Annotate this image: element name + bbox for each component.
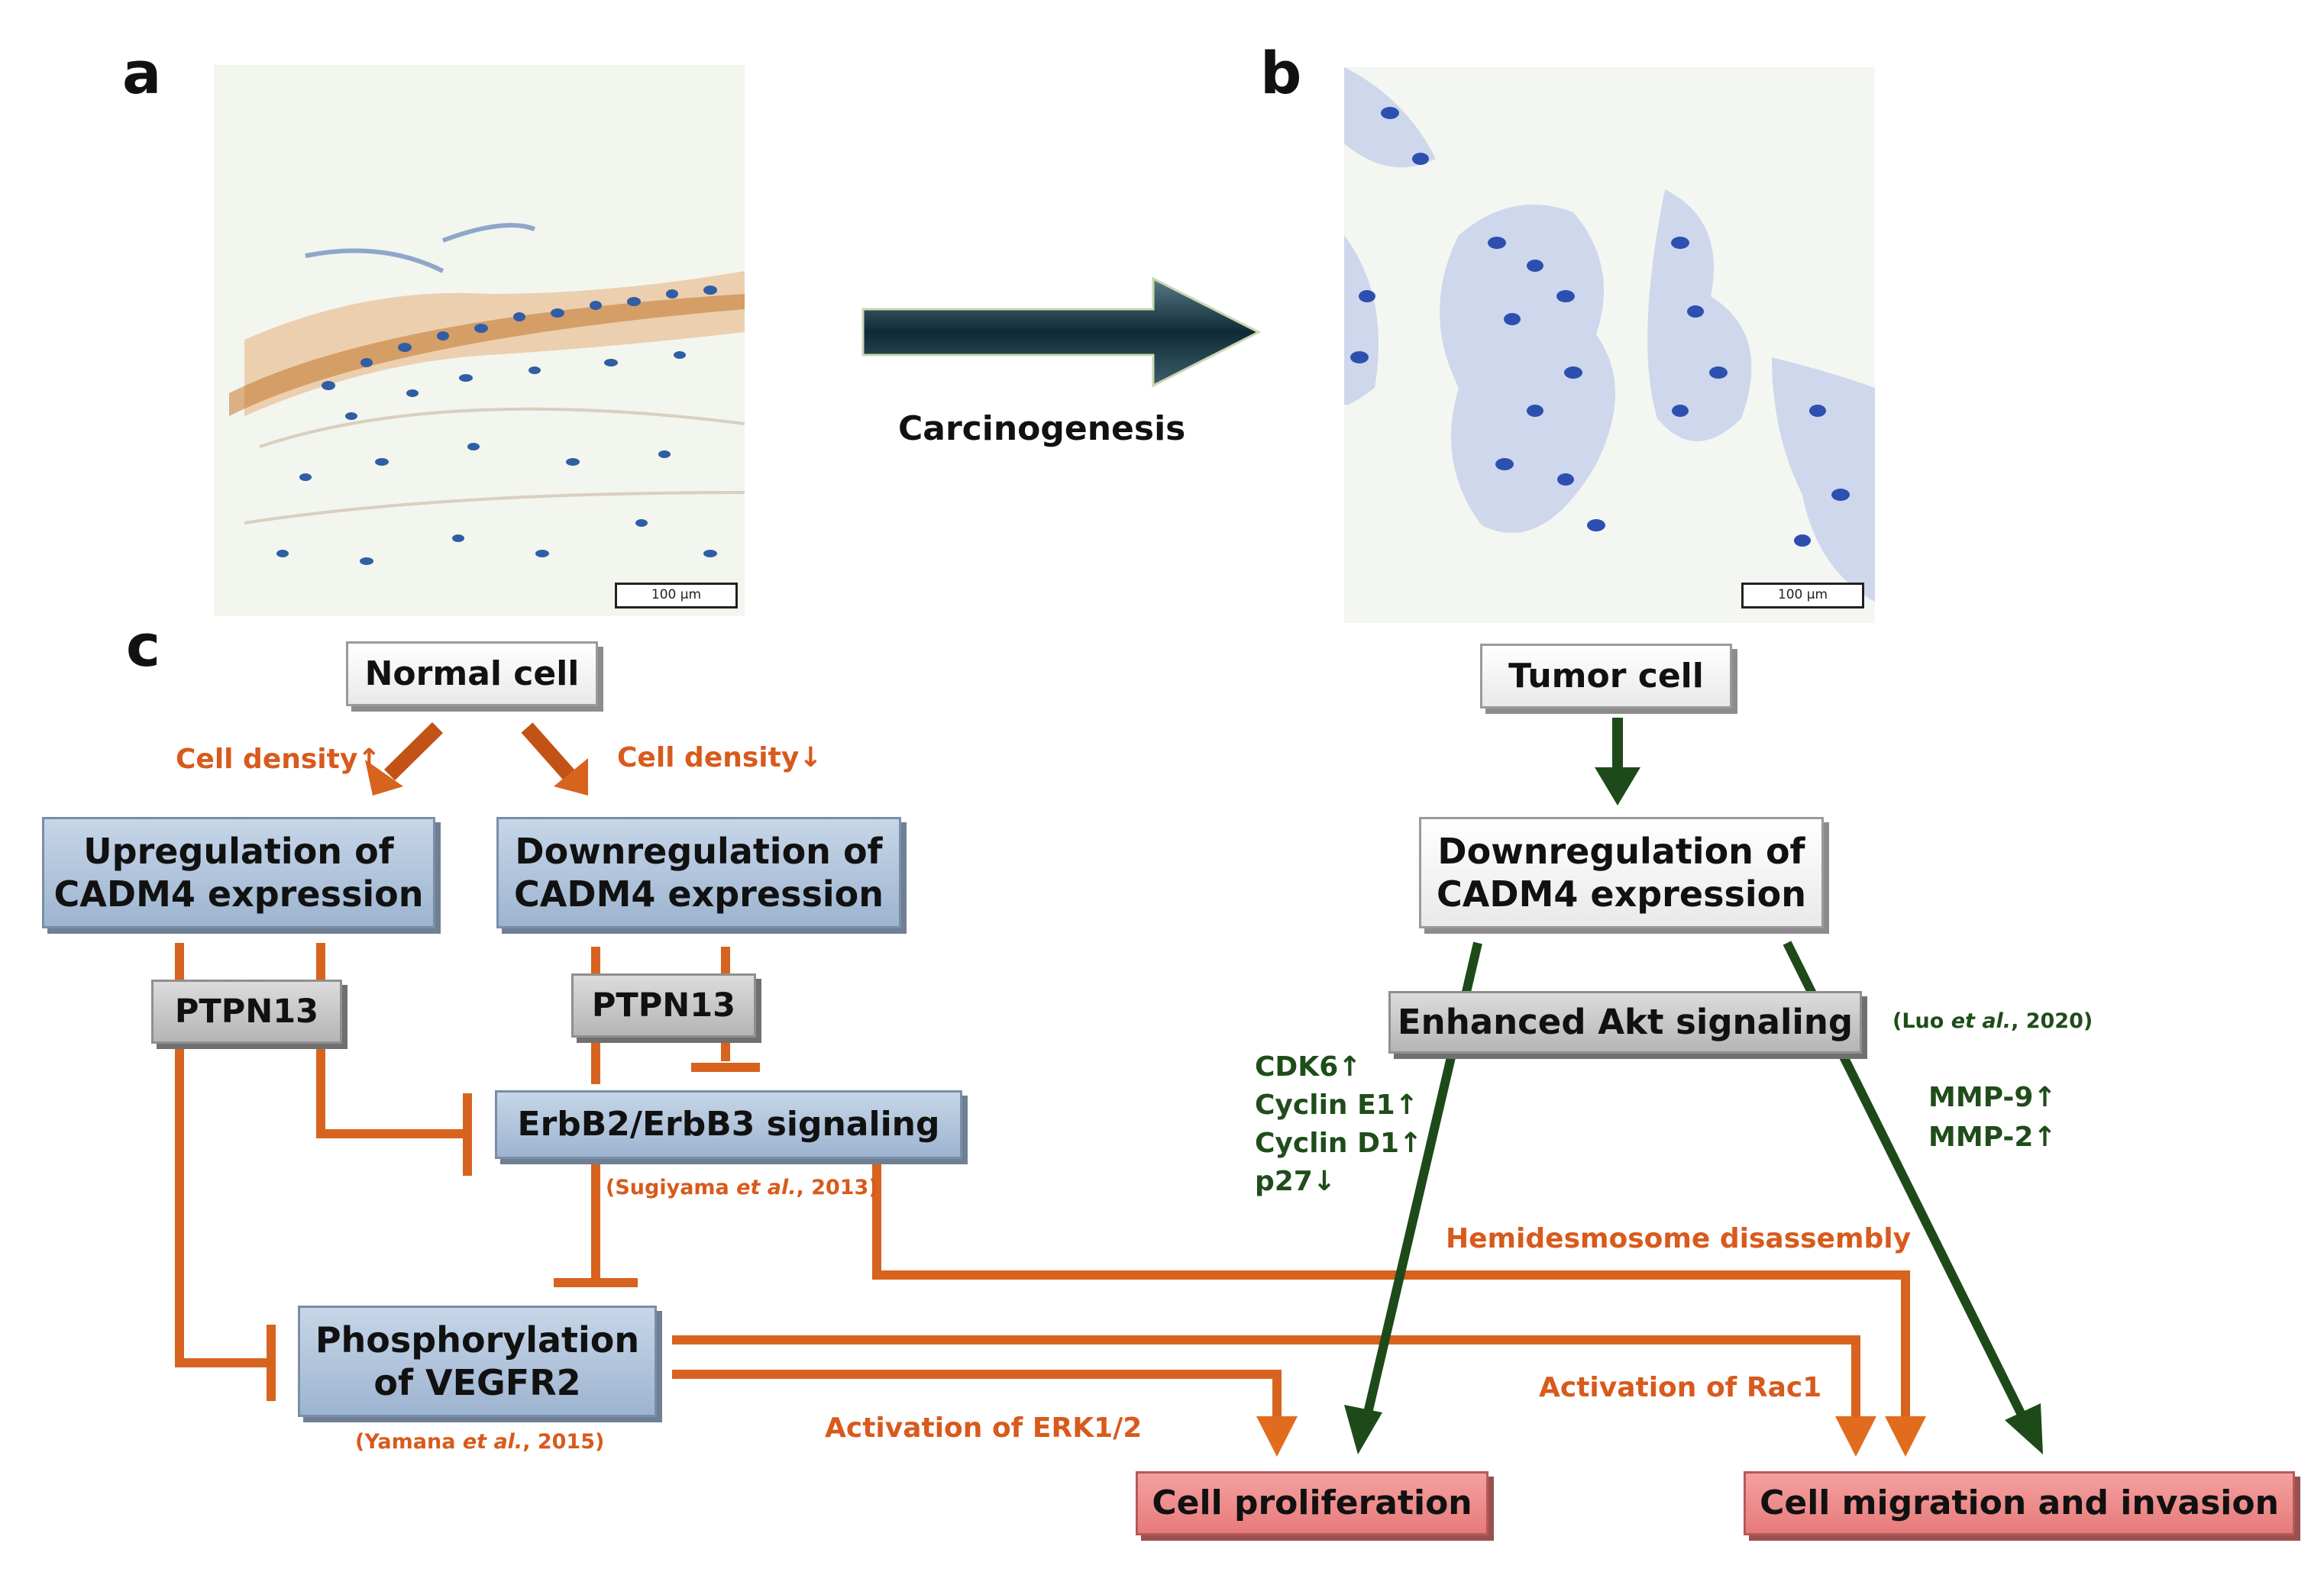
micrograph-b-image bbox=[1344, 67, 1875, 623]
line-vegfr2-to-proliferation bbox=[672, 1370, 1282, 1420]
node-downregulation-normal: Downregulation of CADM4 expression bbox=[496, 817, 901, 928]
micrograph-normal-tissue: 100 μm bbox=[214, 65, 745, 616]
downregulation-tumor-line1: Downregulation of bbox=[1437, 830, 1805, 872]
node-enhanced-akt: Enhanced Akt signaling bbox=[1388, 991, 1862, 1054]
scalebar-a: 100 μm bbox=[615, 583, 738, 608]
node-erbb-signaling: ErbB2/ErbB3 signaling bbox=[495, 1090, 962, 1159]
label-mmp9: MMP-9↑ bbox=[1928, 1082, 2057, 1113]
node-normal-cell: Normal cell bbox=[346, 641, 598, 706]
downregulation-normal-line1: Downregulation of bbox=[515, 830, 883, 872]
label-p27: p27↓ bbox=[1255, 1166, 1337, 1197]
micrograph-tumor-tissue: 100 μm bbox=[1344, 67, 1875, 623]
downregulation-tumor-line2: CADM4 expression bbox=[1437, 873, 1806, 915]
citation-yamana: (Yamana et al., 2015) bbox=[355, 1430, 605, 1454]
panel-label-a: a bbox=[122, 39, 162, 107]
line-erbb-to-migration bbox=[872, 1164, 1910, 1420]
node-upregulation-cadm4: Upregulation of CADM4 expression bbox=[42, 817, 435, 928]
node-ptpn13-left: PTPN13 bbox=[151, 980, 342, 1044]
panel-label-c: c bbox=[126, 612, 161, 680]
node-cell-proliferation: Cell proliferation bbox=[1136, 1471, 1488, 1535]
node-cell-migration: Cell migration and invasion bbox=[1744, 1471, 2295, 1535]
label-cell-density-up: Cell density↑ bbox=[176, 744, 381, 775]
citation-sugiyama: (Sugiyama et al., 2013) bbox=[606, 1176, 878, 1199]
scalebar-b: 100 μm bbox=[1741, 583, 1864, 608]
phospho-line2: of VEGFR2 bbox=[373, 1362, 581, 1403]
arrowhead-migration-hemidesmosome bbox=[1885, 1416, 1926, 1457]
label-cyclin-e1: Cyclin E1↑ bbox=[1255, 1089, 1418, 1121]
label-activation-rac1: Activation of Rac1 bbox=[1539, 1372, 1822, 1403]
label-activation-erk: Activation of ERK1/2 bbox=[825, 1412, 1143, 1444]
label-cdk6: CDK6↑ bbox=[1255, 1051, 1362, 1083]
phospho-line1: Phosphorylation bbox=[315, 1319, 640, 1361]
label-cyclin-d1: Cyclin D1↑ bbox=[1255, 1128, 1423, 1159]
node-ptpn13-right: PTPN13 bbox=[571, 973, 756, 1038]
node-downregulation-tumor: Downregulation of CADM4 expression bbox=[1419, 817, 1824, 928]
arrowhead-migration-rac1 bbox=[1835, 1416, 1876, 1457]
upregulation-line1: Upregulation of bbox=[83, 830, 394, 872]
label-mmp2: MMP-2↑ bbox=[1928, 1122, 2057, 1153]
downregulation-normal-line2: CADM4 expression bbox=[514, 873, 884, 915]
carcinogenesis-arrow bbox=[861, 276, 1262, 388]
micrograph-a-image bbox=[214, 65, 745, 616]
arrow-normal-to-upregulation bbox=[383, 721, 444, 781]
node-tumor-cell: Tumor cell bbox=[1480, 644, 1732, 709]
upregulation-line2: CADM4 expression bbox=[53, 873, 424, 915]
label-cell-density-down: Cell density↓ bbox=[617, 742, 823, 773]
line-ptpn13-inhibits-erbb bbox=[316, 947, 466, 1138]
arrow-normal-to-downregulation bbox=[521, 722, 575, 780]
label-hemidesmosome: Hemidesmosome disassembly bbox=[1446, 1223, 1912, 1254]
node-phosphorylation-vegfr2: Phosphorylation of VEGFR2 bbox=[298, 1306, 657, 1417]
citation-luo: (Luo et al., 2020) bbox=[1892, 1009, 2093, 1033]
arrowhead-proliferation-orange bbox=[1256, 1416, 1298, 1457]
panel-label-b: b bbox=[1260, 39, 1302, 107]
line-vegfr2-to-migration bbox=[672, 1335, 1860, 1420]
carcinogenesis-label: Carcinogenesis bbox=[898, 409, 1186, 448]
line-ptpn13-inhibits-vegfr2 bbox=[175, 947, 267, 1367]
